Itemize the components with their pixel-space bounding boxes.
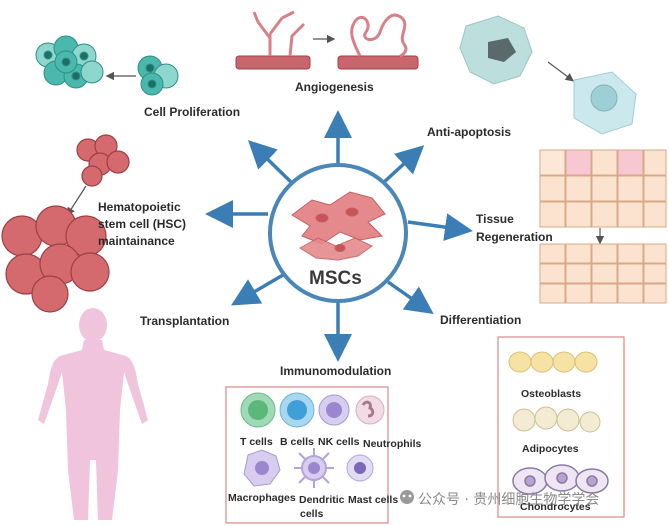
label-cell-proliferation: Cell Proliferation (144, 105, 241, 119)
neutrophil-icon (355, 395, 385, 425)
label-dendritic-line1: Dendritic (299, 494, 345, 506)
hsc-illustration (1, 134, 130, 313)
label-nk-cells: NK cells (318, 436, 360, 448)
label-differentiation: Differentiation (440, 313, 522, 327)
label-osteoblasts: Osteoblasts (521, 388, 582, 400)
label-b-cells: B cells (280, 436, 314, 448)
nk-cell-icon (318, 394, 350, 426)
label-tissue-line1: Tissue (476, 212, 514, 226)
label-chondrocytes: Chondrocytes (520, 501, 591, 513)
adipocyte-icon (512, 406, 601, 433)
arrow-differentiation (386, 280, 434, 315)
arrow-transplantation (230, 273, 284, 306)
msc-cells-icon (291, 191, 386, 261)
immunomodulation-box (225, 386, 389, 524)
label-t-cells: T cells (240, 436, 273, 448)
b-cell-icon (279, 392, 315, 428)
arrow-tissue-regeneration (407, 213, 473, 241)
tissue-regeneration-illustration (539, 149, 667, 304)
label-mast-cells: Mast cells (348, 494, 399, 506)
label-hsc-line1: Hematopoietic (98, 200, 181, 214)
angiogenesis-illustration (235, 10, 419, 70)
label-angiogenesis: Angiogenesis (295, 80, 374, 94)
label-hsc-line3: maintainance (98, 234, 175, 248)
label-hsc-line2: stem cell (HSC) (98, 217, 187, 231)
anti-apoptosis-illustration (459, 15, 637, 135)
arrow-cell-proliferation (247, 140, 294, 185)
wechat-icon (400, 490, 414, 504)
osteoblast-icon (508, 351, 598, 373)
msc-label: MSCs (309, 268, 362, 289)
chondrocyte-icon (512, 464, 609, 495)
label-dendritic-line2: cells (300, 508, 324, 520)
watermark-text: 公众号 · 贵州细胞生物学学会 (418, 492, 600, 508)
dendritic-cell-icon (294, 448, 334, 488)
radial-arrows (205, 110, 473, 362)
t-cell-icon (240, 392, 276, 428)
label-tissue-line2: Regeneration (476, 230, 553, 244)
label-transplantation: Transplantation (140, 314, 230, 328)
differentiation-box (497, 336, 625, 518)
macrophage-icon (243, 449, 281, 487)
human-silhouette (38, 308, 148, 520)
cell-proliferation-illustration (35, 35, 179, 96)
label-adipocytes: Adipocytes (522, 443, 579, 455)
msc-center-circle (268, 163, 408, 303)
label-macrophages: Macrophages (228, 492, 296, 504)
arrow-anti-apoptosis (381, 145, 425, 185)
mast-cell-icon (346, 454, 374, 482)
label-immunomodulation: Immunomodulation (280, 364, 392, 378)
label-anti-apoptosis: Anti-apoptosis (427, 125, 511, 139)
label-neutrophils: Neutrophils (363, 438, 422, 450)
